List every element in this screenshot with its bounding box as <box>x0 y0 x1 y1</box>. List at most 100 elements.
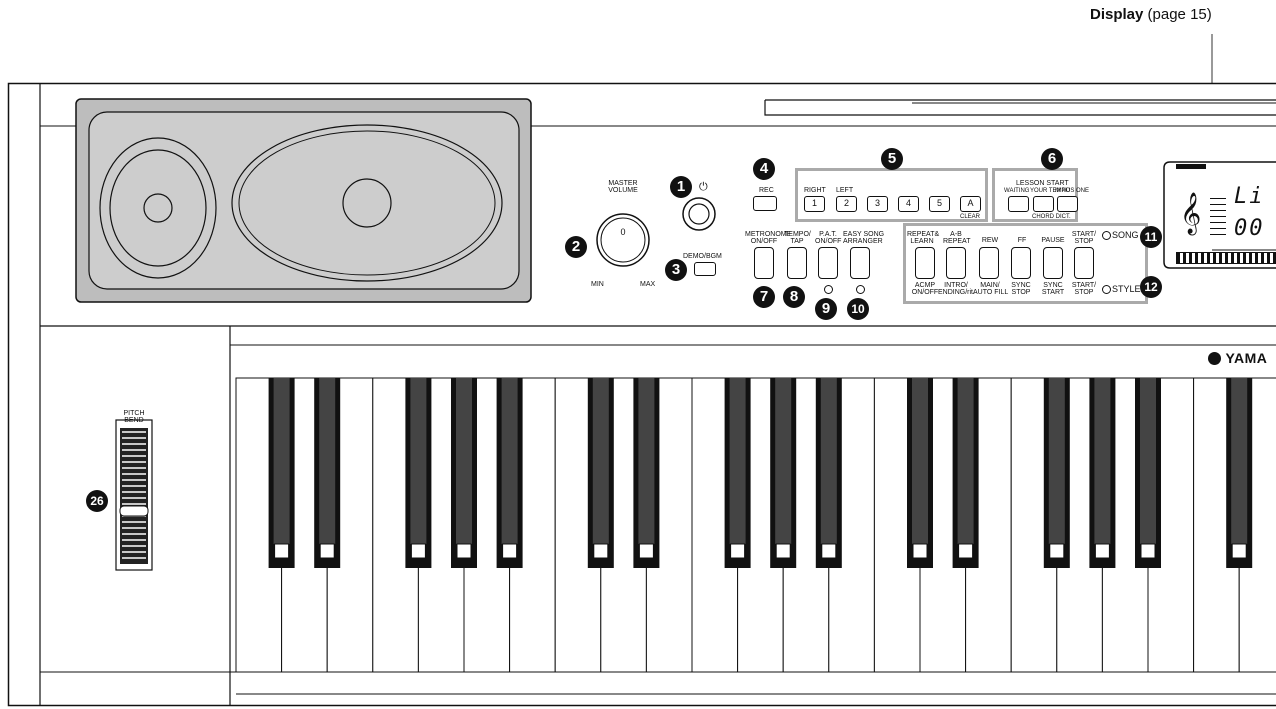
waiting-button[interactable] <box>1008 196 1029 212</box>
start-stop-label: START/ STOP <box>1071 231 1097 245</box>
song-led <box>1102 231 1111 240</box>
demo-bgm-label: DEMO/BGM <box>683 253 722 260</box>
waiting-label: WAITING <box>1004 188 1030 194</box>
power-icon: ⏻ <box>699 181 708 193</box>
pat-led <box>824 285 833 294</box>
ff-button[interactable] <box>1011 247 1031 279</box>
master-volume-label: MASTER VOLUME <box>608 180 638 194</box>
track-1-button[interactable]: 1 <box>804 196 825 212</box>
black-key[interactable] <box>1135 378 1161 568</box>
black-key[interactable] <box>405 378 432 568</box>
callout-6: 6 <box>1041 148 1063 170</box>
rec-label: REC <box>759 187 774 194</box>
ab-repeat-label: A-B REPEAT <box>943 231 971 245</box>
acmp-label: ACMP ON/OFF <box>911 282 939 296</box>
lcd-mini-keyboard <box>1176 252 1276 264</box>
rec-button[interactable] <box>753 196 777 211</box>
ff-label: FF <box>1017 237 1027 244</box>
intro-ending-label: INTRO/ ENDING/rit. <box>938 282 975 296</box>
callout-1: 1 <box>670 176 692 198</box>
style-label: STYLE <box>1112 284 1141 294</box>
your-tempo-label: YOUR TEMPO <box>1030 188 1071 194</box>
repeat-learn-button[interactable] <box>915 247 935 279</box>
your-tempo-button[interactable] <box>1033 196 1054 212</box>
start-stop-button[interactable] <box>1074 247 1094 279</box>
start-stop-style-label: START/ STOP <box>1071 282 1097 296</box>
minus-one-button[interactable] <box>1057 196 1078 212</box>
black-key[interactable] <box>268 378 295 568</box>
callout-8: 8 <box>783 286 805 308</box>
callout-5: 5 <box>881 148 903 170</box>
track-5-button[interactable]: 5 <box>929 196 950 212</box>
black-key[interactable] <box>496 378 523 568</box>
volume-min-label: MIN <box>591 281 604 288</box>
song-style-group <box>903 223 1148 304</box>
demo-bgm-button[interactable] <box>694 262 716 276</box>
black-key[interactable] <box>952 378 979 568</box>
callout-9: 9 <box>815 298 837 320</box>
easy-song-arranger-button[interactable] <box>850 247 870 279</box>
sync-start-label: SYNC START <box>1041 282 1065 296</box>
lcd-staff-lines <box>1210 198 1226 238</box>
lesson-start-label: LESSON START <box>1016 180 1069 187</box>
volume-max-label: MAX <box>640 281 656 288</box>
pat-button[interactable] <box>818 247 838 279</box>
pitch-bend-wheel[interactable] <box>122 431 146 559</box>
pitch-bend-label: PITCH BEND <box>123 410 145 424</box>
display-callout-label: Display (page 15) <box>1090 6 1212 23</box>
black-key[interactable] <box>451 378 477 568</box>
sync-stop-label: SYNC STOP <box>1011 282 1031 296</box>
chord-dict-label: CHORD DICT. <box>1032 214 1071 220</box>
black-key[interactable] <box>1226 378 1253 568</box>
track-2-button[interactable]: 2 <box>836 196 857 212</box>
black-key[interactable] <box>770 378 797 568</box>
black-key[interactable] <box>724 378 751 568</box>
track-3-button[interactable]: 3 <box>867 196 888 212</box>
left-label: LEFT <box>836 187 854 194</box>
rew-label: REW <box>981 237 999 244</box>
black-key[interactable] <box>587 378 614 568</box>
song-label: SONG <box>1112 230 1139 240</box>
easy-song-led <box>856 285 865 294</box>
callout-4: 4 <box>753 158 775 180</box>
repeat-learn-label: REPEAT& LEARN <box>907 231 940 245</box>
callout-3: 3 <box>665 259 687 281</box>
callout-7: 7 <box>753 286 775 308</box>
minus-one-label: MINUS ONE <box>1055 188 1090 194</box>
display-callout-title: Display <box>1090 6 1144 23</box>
lesson-button-group <box>992 168 1078 222</box>
brand-name: YAMA <box>1225 350 1268 366</box>
clear-label: CLEAR <box>960 214 981 220</box>
treble-clef-icon: 𝄞 <box>1180 193 1202 234</box>
black-key[interactable] <box>1089 378 1116 568</box>
keyboard-keys[interactable] <box>235 377 1276 673</box>
tempo-tap-button[interactable] <box>787 247 807 279</box>
main-autofill-label: MAIN/ AUTO FILL <box>973 282 1009 296</box>
easy-song-label: EASY SONG ARRANGER <box>843 231 885 245</box>
pat-label: P.A.T. ON/OFF <box>815 231 842 245</box>
brand-logo: YAMA <box>1208 350 1267 368</box>
metronome-button[interactable] <box>754 247 774 279</box>
callout-12: 12 <box>1140 276 1162 298</box>
track-a-button[interactable]: A <box>960 196 981 212</box>
tempo-tap-label: TEMPO/ TAP <box>784 231 811 245</box>
black-key[interactable] <box>314 378 341 568</box>
callout-2: 2 <box>565 236 587 258</box>
black-key[interactable] <box>907 378 933 568</box>
pause-label: PAUSE <box>1041 237 1065 244</box>
tuning-fork-icon <box>1208 352 1221 365</box>
pause-button[interactable] <box>1043 247 1063 279</box>
metronome-label: METRONOME ON/OFF <box>745 231 792 245</box>
callout-11: 11 <box>1140 226 1162 248</box>
rew-button[interactable] <box>979 247 999 279</box>
callout-10: 10 <box>847 298 869 320</box>
track-4-button[interactable]: 4 <box>898 196 919 212</box>
right-label: RIGHT <box>804 187 826 194</box>
lcd-text-bottom: 00 <box>1234 216 1265 241</box>
ab-repeat-button[interactable] <box>946 247 966 279</box>
lcd-text-top: Li <box>1234 184 1265 209</box>
black-key[interactable] <box>815 378 842 568</box>
black-key[interactable] <box>1043 378 1070 568</box>
black-key[interactable] <box>633 378 660 568</box>
